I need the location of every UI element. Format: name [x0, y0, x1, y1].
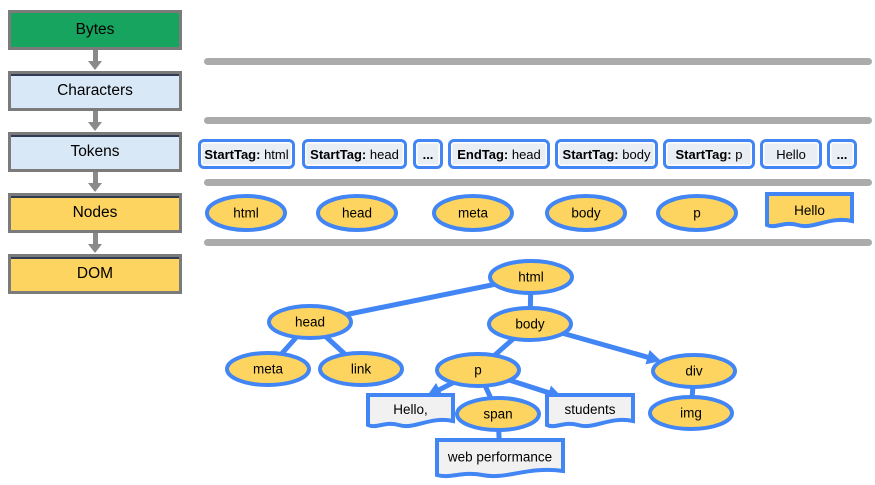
token-starttag-head: StartTag: head — [302, 139, 407, 169]
nodes-row-label: head — [342, 206, 372, 221]
pipeline-step-label: Nodes — [72, 204, 118, 221]
nodes-row-label: body — [571, 206, 601, 221]
nodes-row-item-meta — [432, 194, 514, 232]
tree-node-hello_text — [366, 393, 455, 429]
tree-node-label: img — [680, 406, 702, 421]
arrowhead-p-hello_text — [427, 382, 443, 397]
tree-node-label: p — [474, 363, 482, 378]
separator-bar-2 — [204, 117, 872, 124]
pipeline-step-bytes: Bytes — [8, 10, 182, 50]
tree-node-label: body — [515, 317, 545, 332]
nodes-row-label: html — [233, 206, 259, 221]
pipeline-step-label: DOM — [76, 265, 114, 282]
nodes-row-item-hello — [765, 192, 854, 229]
token-ellipsis-1: ... — [413, 139, 443, 169]
nodes-row-label: p — [693, 206, 701, 221]
pipeline-step-tokens: Tokens — [8, 132, 182, 172]
tree-node-label: students — [564, 402, 615, 417]
pipeline-step-nodes: Nodes — [8, 193, 182, 233]
token-starttag-p: StartTag: p — [663, 139, 755, 169]
pipeline-step-label: Bytes — [75, 21, 115, 38]
tree-node-span — [455, 396, 541, 432]
token-starttag-body: StartTag: body — [555, 139, 658, 169]
pipeline-step-characters: Characters — [8, 71, 182, 111]
tree-node-head — [267, 304, 353, 340]
tree-node-label: link — [351, 362, 372, 377]
nodes-row-label: Hello — [794, 203, 825, 218]
pipeline-step-dom: DOM — [8, 254, 182, 294]
token-hello: Hello — [760, 139, 822, 169]
down-arrow-icon — [8, 111, 182, 132]
separator-bar-3 — [204, 179, 872, 186]
tree-node-link — [318, 351, 404, 387]
down-arrow-icon — [8, 233, 182, 254]
tree-node-meta — [225, 351, 311, 387]
tree-node-label: head — [295, 315, 325, 330]
tree-node-p — [435, 352, 521, 388]
token-endtag-head: EndTag: head — [448, 139, 550, 169]
down-arrow-icon — [8, 172, 182, 193]
nodes-row-label: meta — [458, 206, 489, 221]
nodes-row-item-p — [656, 194, 738, 232]
nodes-row-item-body — [545, 194, 627, 232]
tree-node-label: div — [685, 364, 703, 379]
tree-node-html — [488, 259, 574, 295]
pipeline-step-label: Tokens — [70, 143, 120, 160]
separator-bar-4 — [204, 239, 872, 246]
tree-node-students — [545, 393, 635, 429]
nodes-row-item-head — [316, 194, 398, 232]
pipeline-step-label: Characters — [57, 82, 133, 99]
tree-node-label: html — [518, 270, 544, 285]
token-starttag-html: StartTag: html — [198, 139, 295, 169]
arrowhead-body-div — [645, 349, 661, 365]
separator-bar-1 — [204, 58, 872, 65]
down-arrow-icon — [8, 50, 182, 71]
parse-pipeline: Bytes Characters Tokens Nodes DOM — [8, 10, 182, 294]
tree-node-div — [651, 353, 737, 389]
nodes-row-item-html — [205, 194, 287, 232]
tree-node-label: Hello, — [393, 402, 428, 417]
tree-node-label: span — [483, 407, 512, 422]
tree-node-img — [648, 395, 734, 431]
tree-node-body — [487, 306, 573, 342]
token-ellipsis-2: ... — [827, 139, 857, 169]
tree-node-label: web performance — [447, 450, 552, 465]
tree-node-webperf — [435, 438, 565, 479]
tree-node-label: meta — [253, 362, 284, 377]
